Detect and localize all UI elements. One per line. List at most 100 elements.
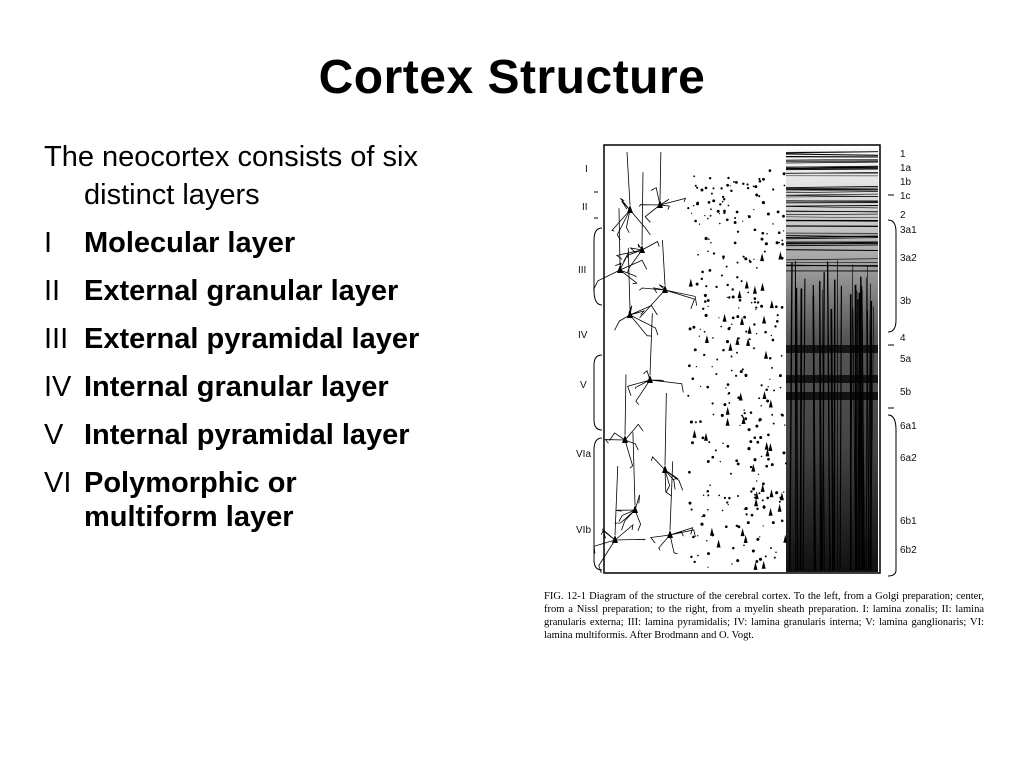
nissl-cell (758, 492, 761, 495)
nissl-cell (695, 202, 700, 206)
nissl-cell (732, 546, 735, 550)
nissl-cell (761, 201, 765, 205)
nissl-cell (775, 319, 779, 323)
nissl-cell (690, 555, 693, 559)
nissl-cell (699, 385, 702, 388)
nissl-cell (707, 201, 711, 204)
nissl-cell (766, 212, 770, 216)
nissl-cell (750, 513, 754, 517)
nissl-pyramid (728, 342, 733, 351)
layer-name: Molecular layer (84, 227, 296, 259)
layer-number: V (44, 419, 64, 451)
nissl-cell (755, 306, 758, 309)
nissl-cell (723, 209, 726, 213)
nissl-cell (749, 260, 752, 264)
nissl-cell (737, 525, 741, 529)
myelin-fiber (785, 161, 879, 164)
nissl-pyramid (704, 432, 708, 441)
myelin-fiber (785, 185, 879, 189)
myelin-radial (812, 284, 815, 571)
nissl-cell (704, 300, 707, 303)
right-label: 5b (900, 387, 912, 398)
nissl-cell (774, 325, 777, 328)
nissl-pyramid (760, 483, 765, 492)
myelin-fiber (785, 205, 879, 207)
nissl-cell (766, 496, 769, 500)
nissl-cell (699, 420, 702, 423)
nissl-cell (735, 374, 738, 377)
nissl-cell (760, 405, 762, 407)
nissl-cell (741, 368, 744, 371)
nissl-pyramid (725, 417, 730, 426)
myelin-radial (861, 285, 865, 571)
nissl-cell (725, 265, 728, 268)
nissl-cell (722, 348, 725, 352)
left-label: V (580, 380, 587, 391)
nissl-pyramid (688, 278, 693, 287)
nissl-cell (692, 325, 696, 329)
nissl-cell (735, 181, 738, 184)
nissl-cell (714, 449, 717, 452)
nissl-cell (720, 187, 723, 190)
myelin-fiber (785, 191, 879, 194)
nissl-cell (762, 525, 764, 527)
nissl-pyramid (738, 392, 743, 401)
nissl-cell (689, 420, 693, 424)
nissl-cell (726, 283, 729, 287)
myelin-radial (795, 287, 799, 571)
nissl-cell (720, 413, 724, 417)
nissl-cell (699, 328, 701, 330)
myelin-fiber (785, 172, 879, 174)
nissl-cell (757, 473, 760, 475)
nissl-cell (771, 413, 774, 416)
nissl-cell (747, 291, 750, 294)
nissl-cell (749, 465, 753, 469)
nissl-cell (750, 490, 753, 493)
nissl-cell (694, 184, 697, 187)
nissl-cell (746, 521, 750, 525)
myelin-fibers (785, 151, 879, 571)
nissl-cell (764, 242, 768, 246)
nissl-cell (688, 327, 692, 331)
nissl-cell (736, 462, 740, 466)
nissl-cell (693, 560, 696, 564)
nissl-pyramid (743, 535, 748, 543)
right-label: 3a1 (900, 225, 917, 236)
nissl-pyramid (746, 337, 751, 346)
nissl-cell (715, 372, 718, 376)
myelin-fiber (785, 168, 879, 171)
right-label: 1a (900, 163, 912, 174)
nissl-cell (775, 551, 777, 553)
myelin-fiber (785, 153, 879, 156)
nissl-cell (768, 169, 772, 172)
nissl-cell (733, 221, 737, 224)
nissl-cell (767, 386, 769, 388)
nissl-cell (721, 200, 724, 203)
nissl-cell (752, 487, 756, 491)
nissl-cell (687, 394, 690, 397)
nissl-cell (736, 276, 739, 279)
nissl-cell (688, 364, 691, 368)
nissl-cell (728, 496, 731, 500)
nissl-pyramid (754, 491, 759, 500)
nissl-cell (743, 412, 746, 415)
nissl-cell (718, 317, 720, 319)
nissl-cell (722, 442, 724, 444)
nissl-cell (708, 177, 712, 180)
nissl-cell (756, 301, 760, 304)
nissl-cell (764, 330, 767, 334)
nissl-cell (698, 335, 700, 337)
nissl-cell (696, 535, 699, 537)
nissl-pyramid (722, 313, 727, 322)
intro-text: The neocortex consists of six distinct l… (44, 138, 494, 214)
myelin-radial (839, 285, 842, 571)
myelin-stripe (786, 392, 878, 400)
nissl-cell (688, 501, 692, 505)
layer-name: External pyramidal layer (84, 323, 420, 355)
nissl-cell (756, 480, 758, 482)
nissl-pyramid (735, 336, 740, 345)
nissl-cell (712, 337, 714, 339)
layer-name: Internal pyramidal layer (84, 419, 410, 451)
